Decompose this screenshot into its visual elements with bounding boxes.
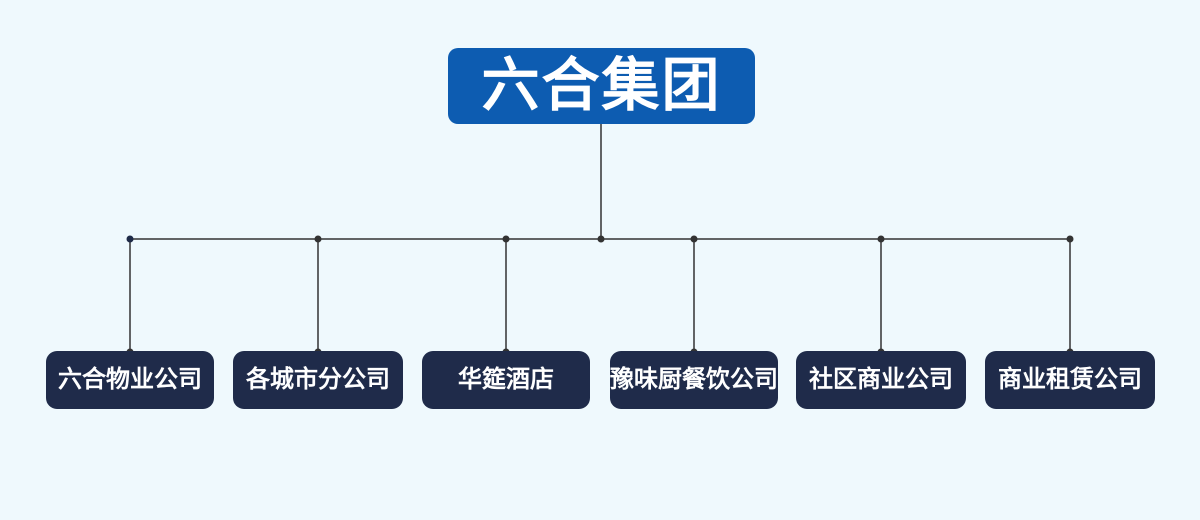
junction-dot [690, 235, 698, 243]
junction-dot [597, 235, 605, 243]
org-node-child-catering[interactable]: 豫味厨餐饮公司 [610, 351, 778, 409]
org-node-child-hotel[interactable]: 华筵酒店 [422, 351, 590, 409]
junction-dot [877, 235, 885, 243]
junction-dot [314, 235, 322, 243]
org-node-root[interactable]: 六合集团 [448, 48, 755, 124]
org-node-child-community-business[interactable]: 社区商业公司 [796, 351, 966, 409]
org-node-child-city-branches[interactable]: 各城市分公司 [233, 351, 403, 409]
junction-dot [502, 235, 510, 243]
org-node-child-property[interactable]: 六合物业公司 [46, 351, 214, 409]
junction-dot [1066, 235, 1074, 243]
junction-dot [126, 235, 134, 243]
org-node-child-commercial-leasing[interactable]: 商业租赁公司 [985, 351, 1155, 409]
